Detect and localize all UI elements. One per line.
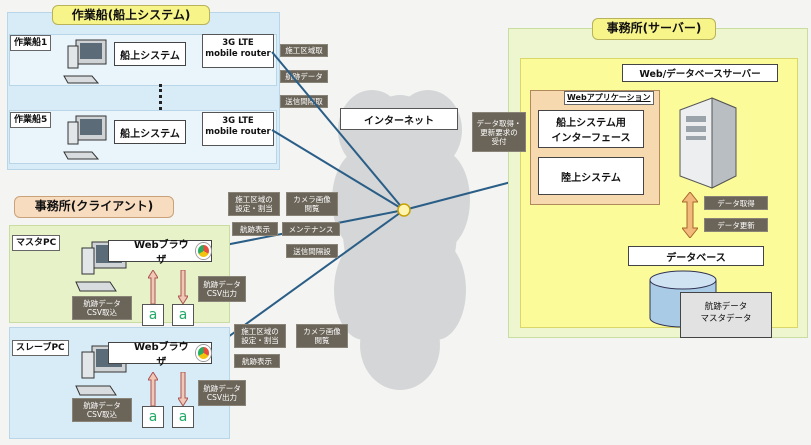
vessel-ellipsis bbox=[159, 84, 162, 110]
vessel1-label: 作業船1 bbox=[10, 35, 52, 51]
request-tag-line3: 受付 bbox=[491, 136, 507, 146]
master-csv-out-line2: CSV出力 bbox=[206, 289, 238, 298]
master-area-line1: 施工区域の bbox=[235, 195, 273, 204]
vessel1-router: 3G LTE mobile router bbox=[202, 34, 274, 68]
request-tag-line1: データ取得・ bbox=[476, 118, 522, 128]
internet-hub bbox=[397, 203, 411, 217]
master-tag-camera: カメラ画像 閲覧 bbox=[286, 192, 338, 216]
vessel5-computer-icon bbox=[62, 114, 110, 160]
vessel1-router-line2: mobile router bbox=[205, 49, 271, 59]
vessel1-router-line1: 3G LTE bbox=[222, 38, 254, 48]
master-browser-box: Webブラウザ bbox=[108, 240, 212, 266]
db-tag-update: データ更新 bbox=[704, 218, 768, 232]
slave-tag-csv-in: 航跡データ CSV取込 bbox=[72, 398, 132, 422]
internet-label: インターネット bbox=[340, 108, 458, 130]
master-tag-maint: メンテナンス bbox=[282, 222, 340, 236]
slave-browser-icon bbox=[195, 345, 211, 361]
vessel-tag-track: 航跡データ bbox=[280, 70, 328, 83]
slave-tag-camera: カメラ画像 閲覧 bbox=[296, 324, 348, 348]
master-csv-in-line2: CSV取込 bbox=[86, 308, 118, 317]
vessel5-router: 3G LTE mobile router bbox=[202, 112, 274, 146]
master-upload-arrow-icon bbox=[147, 269, 159, 305]
request-tag-line2: 更新要求の bbox=[480, 127, 518, 137]
webapp-label: Webアプリケーション bbox=[564, 91, 654, 105]
server-region-title: 事務所(サーバー) bbox=[592, 18, 716, 40]
slave-camera-line2: 閲覧 bbox=[314, 336, 330, 345]
master-camera-line1: カメラ画像 bbox=[293, 195, 331, 204]
db-tag-get: データ取得 bbox=[704, 196, 768, 210]
slave-csv-in-line1: 航跡データ bbox=[83, 401, 121, 410]
master-download-arrow-icon bbox=[177, 269, 189, 305]
server-label: Web/データベースサーバー bbox=[622, 64, 778, 82]
slave-camera-line1: カメラ画像 bbox=[303, 327, 341, 336]
slave-area-line2: 設定・割当 bbox=[241, 336, 279, 345]
db-content-line1: 航跡データ bbox=[704, 302, 748, 312]
master-area-line2: 設定・割当 bbox=[235, 204, 273, 213]
interface-box: 船上システム用 インターフェース bbox=[538, 110, 644, 148]
slave-download-arrow-icon bbox=[177, 371, 189, 407]
slave-tag-csv-out: 航跡データ CSV出力 bbox=[198, 380, 246, 406]
master-csv-in-file-icon: a bbox=[142, 304, 164, 326]
slave-browser-label: Webブラウザ bbox=[134, 342, 189, 368]
vessel-region-title: 作業船(船上システム) bbox=[52, 5, 210, 25]
server-tower-icon bbox=[672, 90, 744, 190]
vessel-tag-area: 施工区域取 bbox=[280, 44, 328, 57]
interface-line1: 船上システム用 bbox=[556, 118, 626, 129]
vessel5-system: 船上システム bbox=[114, 120, 186, 144]
master-browser-label: Webブラウザ bbox=[134, 240, 189, 266]
master-camera-line2: 閲覧 bbox=[304, 204, 320, 213]
land-system-box: 陸上システム bbox=[538, 157, 644, 195]
slave-pc-label: スレーブPC bbox=[12, 340, 69, 356]
slave-csv-out-line2: CSV出力 bbox=[206, 393, 238, 402]
master-csv-out-line1: 航跡データ bbox=[203, 280, 241, 289]
request-tag: データ取得・ 更新要求の 受付 bbox=[472, 112, 526, 152]
slave-csv-in-line2: CSV取込 bbox=[86, 410, 118, 419]
master-pc-label: マスタPC bbox=[12, 235, 61, 251]
vessel5-router-line1: 3G LTE bbox=[222, 116, 254, 126]
interface-line2: インターフェース bbox=[551, 133, 631, 144]
slave-csv-in-file-icon: a bbox=[142, 406, 164, 428]
vessel1-computer-icon bbox=[62, 38, 110, 84]
db-arrow-icon bbox=[680, 191, 700, 239]
db-content-box: 航跡データ マスタデータ bbox=[680, 292, 772, 338]
vessel5-label: 作業船5 bbox=[10, 112, 52, 128]
master-csv-out-file-icon: a bbox=[172, 304, 194, 326]
slave-csv-out-line1: 航跡データ bbox=[203, 384, 241, 393]
master-tag-area: 施工区域の 設定・割当 bbox=[228, 192, 280, 216]
vessel1-system: 船上システム bbox=[114, 42, 186, 66]
master-tag-csv-out: 航跡データ CSV出力 bbox=[198, 276, 246, 302]
vessel5-router-line2: mobile router bbox=[205, 127, 271, 137]
master-browser-icon bbox=[195, 243, 211, 259]
internet-cloud bbox=[332, 90, 470, 390]
master-tag-track: 航跡表示 bbox=[232, 222, 278, 236]
database-label: データベース bbox=[628, 246, 764, 266]
client-region-title: 事務所(クライアント) bbox=[14, 196, 174, 218]
db-content-line2: マスタデータ bbox=[700, 314, 752, 324]
slave-area-line1: 施工区域の bbox=[241, 327, 279, 336]
slave-tag-track: 航跡表示 bbox=[234, 354, 280, 368]
slave-browser-box: Webブラウザ bbox=[108, 342, 212, 368]
slave-csv-out-file-icon: a bbox=[172, 406, 194, 428]
slave-upload-arrow-icon bbox=[147, 371, 159, 407]
master-csv-in-line1: 航跡データ bbox=[83, 299, 121, 308]
master-tag-csv-in: 航跡データ CSV取込 bbox=[72, 296, 132, 320]
slave-tag-area: 施工区域の 設定・割当 bbox=[234, 324, 286, 348]
master-tag-interval: 送信間隔設 bbox=[286, 244, 338, 258]
